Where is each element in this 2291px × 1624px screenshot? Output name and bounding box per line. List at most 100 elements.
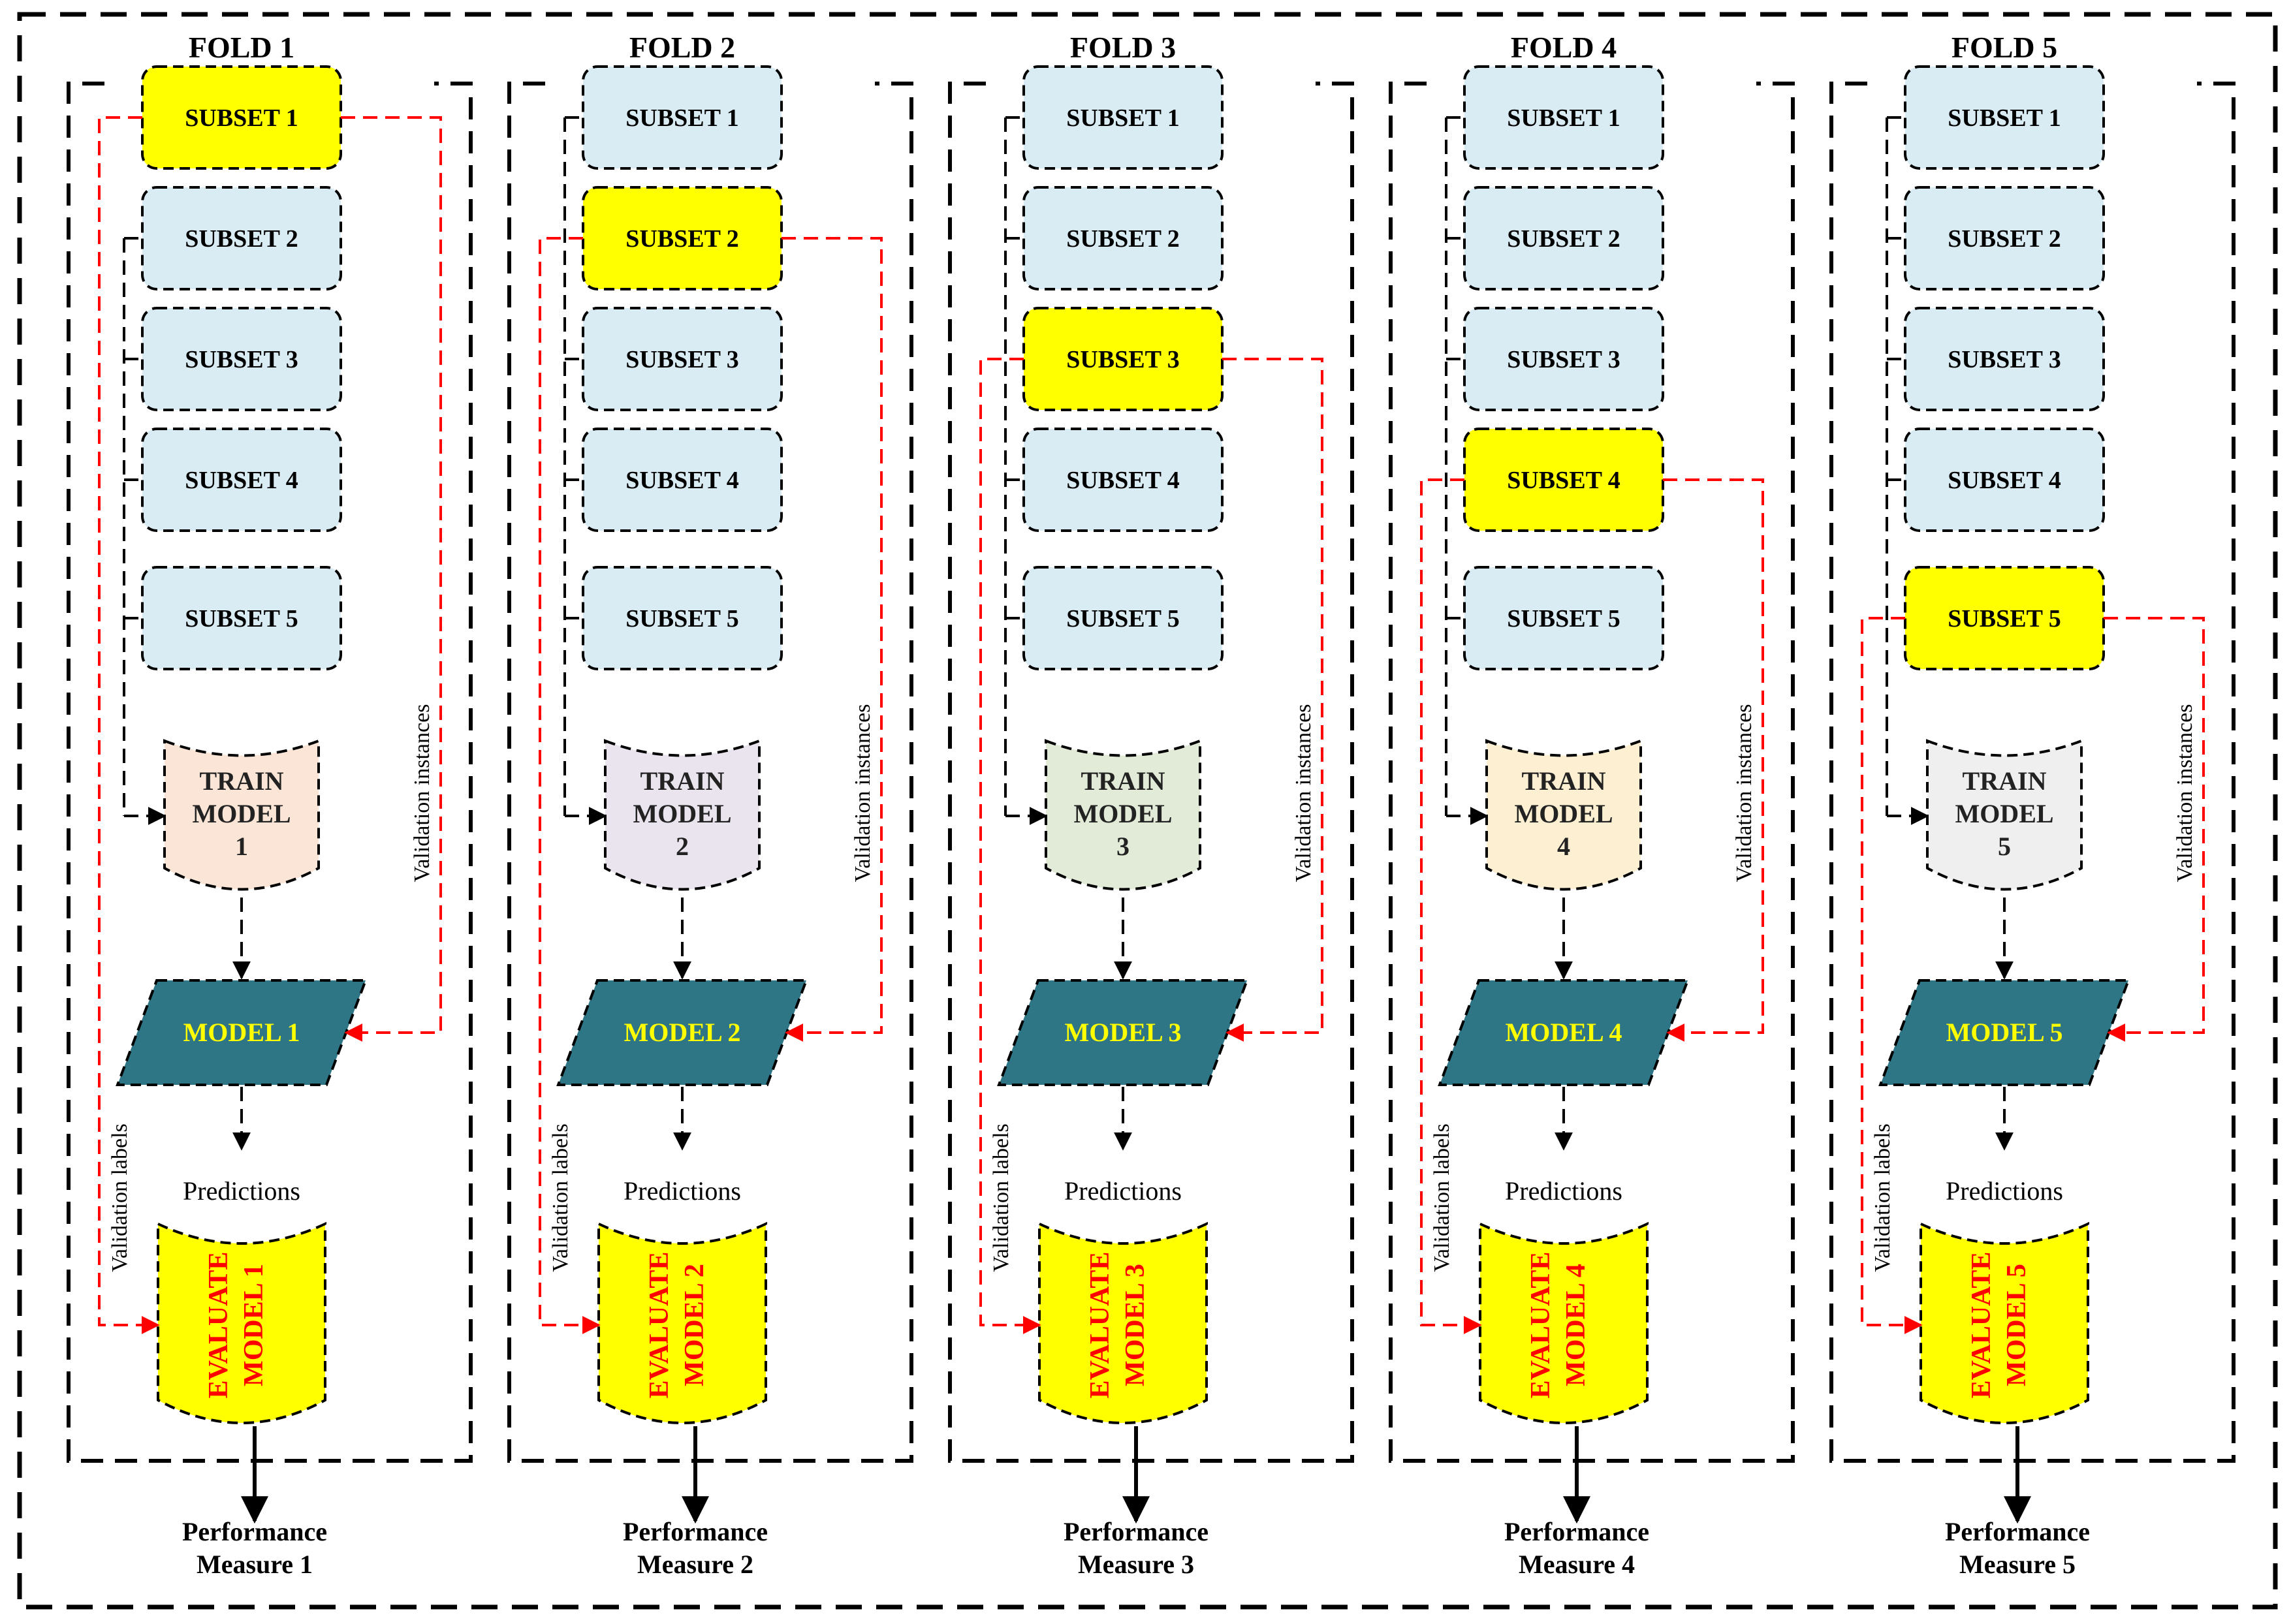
evaluate-label: EVALUATE — [1967, 1252, 1997, 1399]
subset-label: SUBSET 1 — [1066, 104, 1180, 132]
train-model-label: TRAIN — [200, 766, 284, 796]
fold-frame — [1829, 82, 2236, 1463]
subset-box — [141, 307, 342, 411]
evaluate-shape — [597, 1221, 767, 1424]
train-model-shape — [1485, 739, 1642, 891]
evaluate-label: EVALUATE — [644, 1252, 674, 1399]
evaluate-shape — [157, 1221, 326, 1424]
subset-label: SUBSET 3 — [1066, 346, 1180, 373]
validation-labels-label: Validation labels — [989, 1123, 1013, 1272]
subset-label: SUBSET 2 — [1066, 225, 1180, 253]
validation-instances-label: Validation instances — [2173, 704, 2197, 882]
validation-instances-line — [782, 237, 883, 1042]
validation-labels-label: Validation labels — [108, 1123, 132, 1272]
performance-label: Performance — [182, 1517, 327, 1546]
subset-label: SUBSET 2 — [625, 225, 739, 253]
predictions-label: Predictions — [1064, 1176, 1182, 1206]
validation-labels-line — [1861, 617, 1923, 1334]
model-shape — [997, 979, 1249, 1086]
model-shape — [556, 979, 808, 1086]
validation-labels-line — [539, 237, 601, 1334]
model-label: MODEL 5 — [1946, 1018, 2063, 1047]
performance-label: Measure 4 — [1519, 1550, 1635, 1579]
subset-label: SUBSET 5 — [1066, 605, 1180, 632]
subset-box — [1022, 186, 1224, 290]
train-model-label: MODEL — [1514, 799, 1613, 828]
train-model-label: 3 — [1116, 832, 1130, 861]
fold-title: FOLD 4 — [1511, 31, 1617, 64]
model-label: MODEL 4 — [1506, 1018, 1622, 1047]
evaluate-label: MODEL 3 — [1120, 1264, 1150, 1386]
performance-label: Measure 2 — [637, 1550, 753, 1579]
evaluate-label: MODEL 1 — [239, 1264, 269, 1386]
model-shape — [116, 979, 368, 1086]
train-model-shape — [1926, 739, 2083, 891]
fold-frame — [948, 82, 1354, 1463]
evaluate-label: EVALUATE — [1085, 1252, 1115, 1399]
validation-instances-line — [341, 116, 442, 1042]
evaluate-shape — [1920, 1221, 2089, 1424]
train-model-label: TRAIN — [640, 766, 725, 796]
subset-label: SUBSET 2 — [1507, 225, 1620, 253]
performance-label: Measure 1 — [197, 1550, 313, 1579]
fold-frame — [1389, 82, 1795, 1463]
validation-instances-line — [1663, 478, 1764, 1042]
evaluate-label: MODEL 5 — [2002, 1264, 2032, 1386]
validation-instances-label: Validation instances — [410, 704, 434, 882]
subset-box — [582, 428, 783, 532]
validation-labels-label: Validation labels — [548, 1123, 573, 1272]
subset-label: SUBSET 4 — [1507, 467, 1620, 494]
performance-label: Performance — [623, 1517, 768, 1546]
validation-labels-line — [1420, 478, 1482, 1334]
subset-box — [1022, 428, 1224, 532]
performance-label: Measure 5 — [1959, 1550, 2076, 1579]
subset-label: SUBSET 5 — [185, 605, 298, 632]
validation-labels-line — [98, 116, 160, 1334]
train-model-label: TRAIN — [1522, 766, 1606, 796]
model-label: MODEL 3 — [1065, 1018, 1182, 1047]
train-model-shape — [163, 739, 320, 891]
train-model-label: MODEL — [1955, 799, 2053, 828]
subset-box — [1904, 65, 2105, 170]
subset-box — [1463, 307, 1664, 411]
train-model-label: MODEL — [633, 799, 731, 828]
subset-label: SUBSET 2 — [1948, 225, 2061, 253]
subset-label: SUBSET 1 — [1507, 104, 1620, 132]
subset-box — [1022, 566, 1224, 670]
subset-box — [582, 65, 783, 170]
fold-title: FOLD 3 — [1070, 31, 1176, 64]
performance-label: Performance — [1064, 1517, 1209, 1546]
subset-label: SUBSET 4 — [1948, 467, 2061, 494]
subset-box — [582, 307, 783, 411]
subset-label: SUBSET 3 — [1948, 346, 2061, 373]
subset-label: SUBSET 3 — [1507, 346, 1620, 373]
evaluate-label: MODEL 4 — [1561, 1264, 1591, 1386]
subset-box — [1463, 65, 1664, 170]
train-model-label: 5 — [1998, 832, 2011, 861]
train-model-label: TRAIN — [1081, 766, 1165, 796]
subset-box — [1904, 186, 2105, 290]
subset-label: SUBSET 2 — [185, 225, 298, 253]
fold-3: FOLD 3 SUBSET 1 SUBSET 2 SUBSET 3 SUBSET 4 SU… — [948, 31, 1354, 1579]
train-model-label: 2 — [676, 832, 689, 861]
performance-label: Performance — [1504, 1517, 1649, 1546]
fold-frame — [507, 82, 913, 1463]
evaluate-shape — [1038, 1221, 1208, 1424]
subset-box — [141, 566, 342, 670]
subset-label: SUBSET 4 — [625, 467, 739, 494]
validation-instances-line — [2104, 617, 2205, 1042]
subset-label: SUBSET 3 — [625, 346, 739, 373]
validation-instances-label: Validation instances — [851, 704, 875, 882]
train-model-shape — [604, 739, 761, 891]
subset-label: SUBSET 4 — [1066, 467, 1180, 494]
train-model-shape — [1045, 739, 1201, 891]
subset-box — [141, 186, 342, 290]
train-model-label: 4 — [1557, 832, 1570, 861]
model-label: MODEL 2 — [624, 1018, 741, 1047]
evaluate-label: EVALUATE — [1526, 1252, 1556, 1399]
performance-label: Performance — [1945, 1517, 2090, 1546]
